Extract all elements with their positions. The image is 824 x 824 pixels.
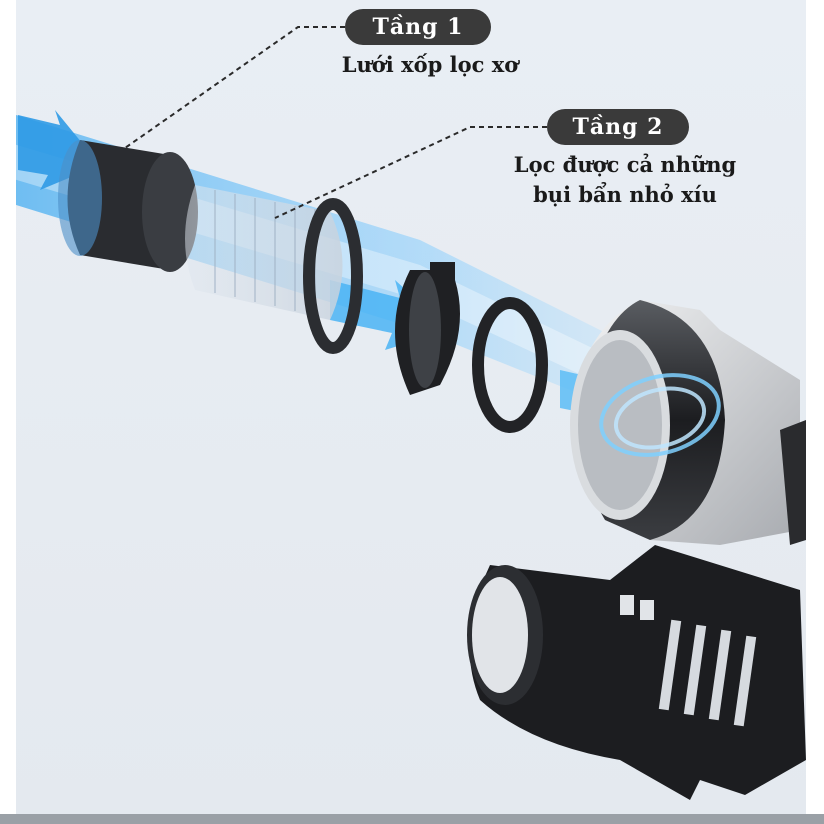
layer-1-badge: Tầng 1 — [345, 9, 491, 45]
filter-ring — [472, 297, 548, 433]
layer-2-badge: Tầng 2 — [547, 109, 689, 145]
filter-ring — [395, 262, 460, 395]
frame-right — [806, 0, 824, 824]
callout-line-layer-1 — [124, 26, 345, 149]
layer-2-caption: Lọc được cả những bụi bẩn nhỏ xíu — [500, 150, 750, 210]
base-housing — [467, 545, 806, 800]
callout-line-layer-2 — [274, 126, 547, 219]
layer-2-caption-line-1: Lọc được cả những — [513, 152, 737, 177]
sponge-filter — [58, 140, 198, 272]
motor-housing — [570, 300, 806, 545]
layer-2-caption-line-2: bụi bẩn nhỏ xíu — [533, 182, 717, 207]
frame-left — [0, 0, 16, 824]
frame-bottom — [0, 814, 824, 824]
airflow-swirl — [599, 373, 721, 457]
layer-1-caption: Lưới xốp lọc xơ — [341, 52, 519, 77]
hepa-filter — [185, 185, 363, 354]
